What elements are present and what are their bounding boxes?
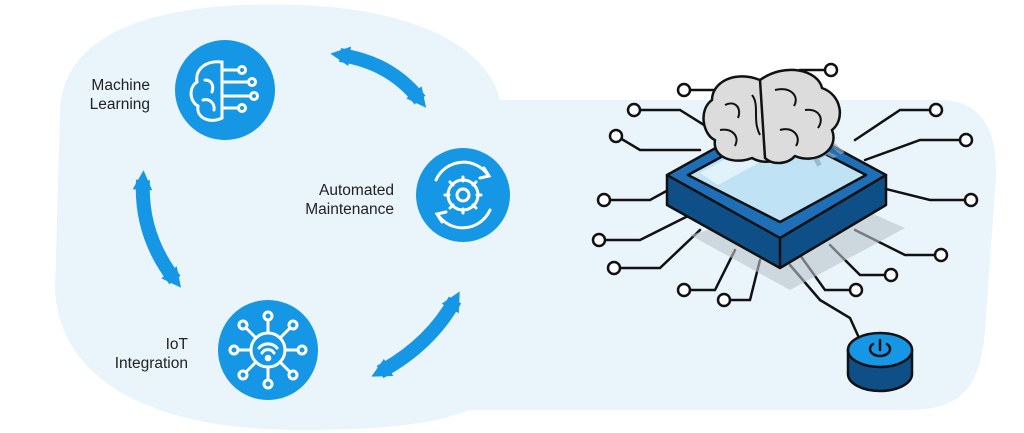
machine-learning-label: Machine Learning bbox=[60, 76, 150, 114]
label-line: IoT bbox=[165, 336, 188, 353]
brain-circuit-icon bbox=[189, 60, 259, 122]
automated-maintenance-label: Automated Maintenance bbox=[268, 181, 394, 219]
brain-icon bbox=[702, 68, 842, 165]
double-arrow-icon bbox=[330, 46, 427, 108]
label-line: Integration bbox=[114, 355, 188, 372]
double-arrow-icon bbox=[132, 170, 182, 288]
iot-integration-label: IoT Integration bbox=[90, 335, 188, 373]
trace-ends bbox=[591, 62, 979, 308]
label-line: Machine bbox=[91, 77, 150, 94]
label-line: Learning bbox=[89, 96, 150, 113]
automated-maintenance-node bbox=[416, 148, 510, 242]
label-line: Maintenance bbox=[305, 201, 394, 218]
gear-cycle-icon bbox=[434, 160, 492, 230]
label-line: Automated bbox=[319, 182, 394, 199]
double-arrow-icon bbox=[371, 291, 462, 379]
power-icon bbox=[868, 338, 892, 358]
iot-integration-node bbox=[218, 300, 318, 400]
machine-learning-node bbox=[175, 40, 275, 140]
network-wifi-icon bbox=[228, 310, 308, 390]
cycle-arrows bbox=[132, 46, 462, 379]
power-button[interactable] bbox=[846, 331, 914, 393]
